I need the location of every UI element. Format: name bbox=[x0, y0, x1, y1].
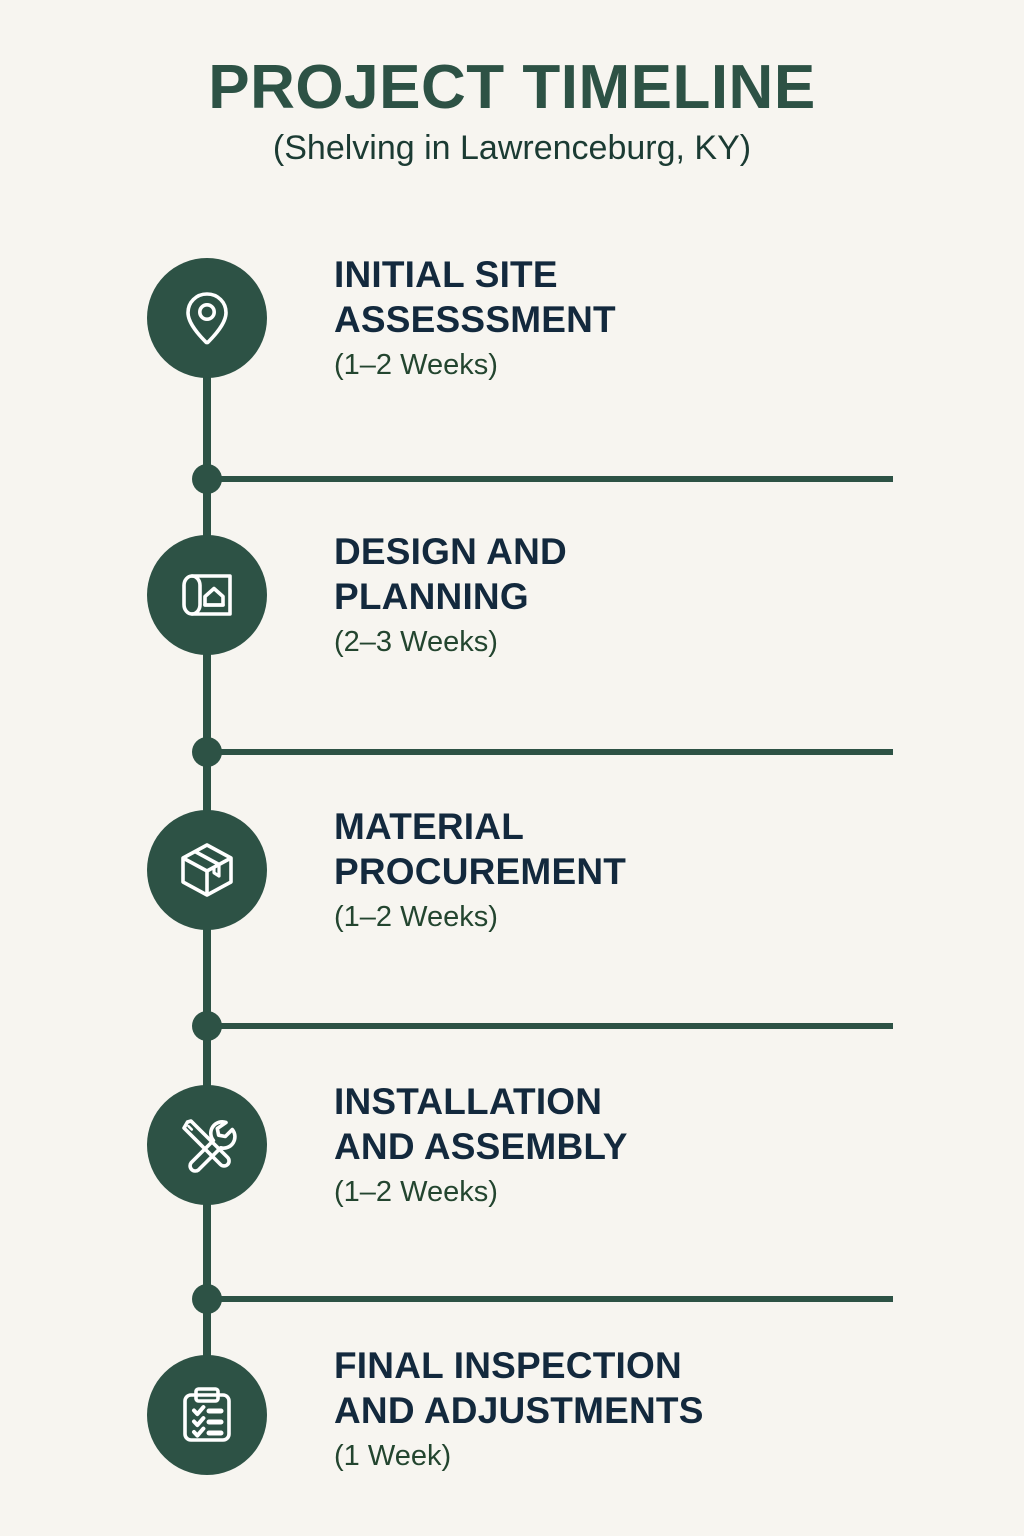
step-1-icon-badge bbox=[147, 258, 267, 378]
page-subtitle: (Shelving in Lawrenceburg, KY) bbox=[272, 129, 752, 168]
timeline-node-2 bbox=[192, 737, 222, 767]
step-3-heading: MATERIAL PROCUREMENT bbox=[334, 806, 627, 893]
step-2-icon-badge bbox=[147, 535, 267, 655]
step-5-icon-badge bbox=[147, 1355, 267, 1475]
package-box-icon bbox=[181, 843, 233, 897]
tools-wrench-screwdriver-icon bbox=[182, 1119, 237, 1173]
timeline-node-1 bbox=[192, 464, 222, 494]
step-1-text: INITIAL SITE ASSESSSMENT (1–2 Weeks) bbox=[334, 252, 994, 382]
timeline-connector-1 bbox=[207, 476, 893, 482]
step-4-duration: (1–2 Weeks) bbox=[334, 1176, 498, 1209]
step-3-icon-badge bbox=[147, 810, 267, 930]
step-2-text: DESIGN AND PLANNING (2–3 Weeks) bbox=[334, 529, 994, 659]
timeline-connector-4 bbox=[207, 1296, 893, 1302]
page-title: PROJECT TIMELINE bbox=[208, 53, 816, 122]
clipboard-checklist-icon bbox=[183, 1387, 231, 1442]
step-2-duration: (2–3 Weeks) bbox=[334, 626, 498, 659]
step-5-heading: FINAL INSPECTION AND ADJUSTMENTS bbox=[334, 1345, 704, 1432]
step-4-heading: INSTALLATION AND ASSEMBLY bbox=[334, 1081, 628, 1168]
header: PROJECT TIMELINE (Shelving in Lawrencebu… bbox=[0, 55, 1024, 167]
blueprint-icon bbox=[182, 574, 232, 616]
step-3-text: MATERIAL PROCUREMENT (1–2 Weeks) bbox=[334, 804, 994, 934]
step-5-text: FINAL INSPECTION AND ADJUSTMENTS (1 Week… bbox=[334, 1343, 994, 1473]
timeline-node-3 bbox=[192, 1011, 222, 1041]
step-1-heading: INITIAL SITE ASSESSSMENT bbox=[334, 254, 616, 341]
timeline-connector-2 bbox=[207, 749, 893, 755]
step-4-text: INSTALLATION AND ASSEMBLY (1–2 Weeks) bbox=[334, 1079, 994, 1209]
location-pin-icon bbox=[186, 292, 228, 345]
timeline-connector-3 bbox=[207, 1023, 893, 1029]
step-3-duration: (1–2 Weeks) bbox=[334, 901, 498, 934]
step-2-heading: DESIGN AND PLANNING bbox=[334, 531, 567, 618]
timeline-node-4 bbox=[192, 1284, 222, 1314]
step-5-duration: (1 Week) bbox=[334, 1440, 452, 1473]
step-1-duration: (1–2 Weeks) bbox=[334, 349, 498, 382]
step-4-icon-badge bbox=[147, 1085, 267, 1205]
